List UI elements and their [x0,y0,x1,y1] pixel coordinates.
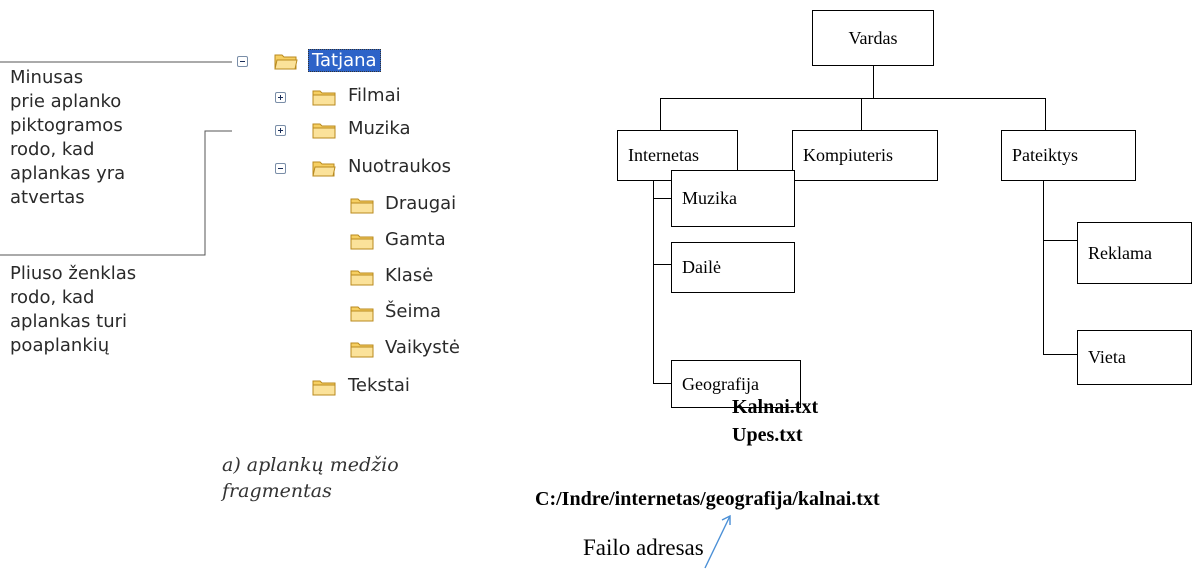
tree-node-vaikyste[interactable]: Vaikystė [385,337,460,358]
connector-line [873,65,874,98]
connector-line [861,98,862,130]
tree-node-seima[interactable]: Šeima [385,301,442,322]
node-muzika: Muzika [671,170,795,227]
collapse-toggle-nuotraukos[interactable] [275,163,286,174]
file-upes: Upes.txt [732,424,803,446]
node-vardas: Vardas [812,10,934,66]
node-kompiuteris: Kompiuteris [792,130,938,181]
tree-node-klase[interactable]: Klasė [385,265,434,286]
plus-annotation: Pliuso ženklas rodo, kad aplankas turi p… [10,263,137,356]
expand-toggle-filmai[interactable] [275,92,286,103]
connector-line [1043,354,1077,355]
folder-icon [312,90,336,106]
folder-icon [312,123,336,139]
path-caption: Failo adresas [583,535,704,560]
connector-line [653,264,671,265]
folder-icon [350,198,374,214]
folder-icon [350,306,374,322]
connector-line [660,98,661,130]
connector-line [653,198,671,199]
tree-node-muzika[interactable]: Muzika [348,118,411,139]
file-kalnai: Kalnai.txt [732,396,819,418]
folder-open-icon [312,161,336,177]
expand-toggle-muzika[interactable] [275,125,286,136]
tree-connector-lines [0,61,232,256]
connector-line [1043,181,1044,355]
arrow-icon [704,514,731,569]
node-pateiktys: Pateiktys [1001,130,1136,181]
tree-caption: a) aplankų medžio fragmentas [222,454,399,502]
node-reklama: Reklama [1077,222,1192,284]
node-daile: Dailė [671,242,795,293]
tree-node-tatjana[interactable]: Tatjana [308,49,381,72]
folder-icon [312,380,336,396]
tree-node-tekstai[interactable]: Tekstai [348,375,410,396]
tree-node-filmai[interactable]: Filmai [348,85,401,106]
folder-open-icon [274,54,298,70]
minus-annotation: Minusas prie aplanko piktogramos rodo, k… [10,67,126,208]
folder-icon [350,270,374,286]
tree-node-nuotraukos[interactable]: Nuotraukos [348,156,451,177]
connector-line [660,98,1045,99]
tree-node-draugai[interactable]: Draugai [385,193,457,214]
tree-node-gamta[interactable]: Gamta [385,229,446,250]
connector-line [653,181,654,384]
folder-icon [350,342,374,358]
collapse-toggle-tatjana[interactable] [237,56,248,67]
file-path: C:/Indre/internetas/geografija/kalnai.tx… [535,488,880,510]
connector-line [1045,98,1046,130]
node-vieta: Vieta [1077,330,1192,385]
node-geografija: Geografija [671,360,801,408]
folder-icon [350,234,374,250]
connector-line [1043,240,1077,241]
connector-line [653,383,671,384]
